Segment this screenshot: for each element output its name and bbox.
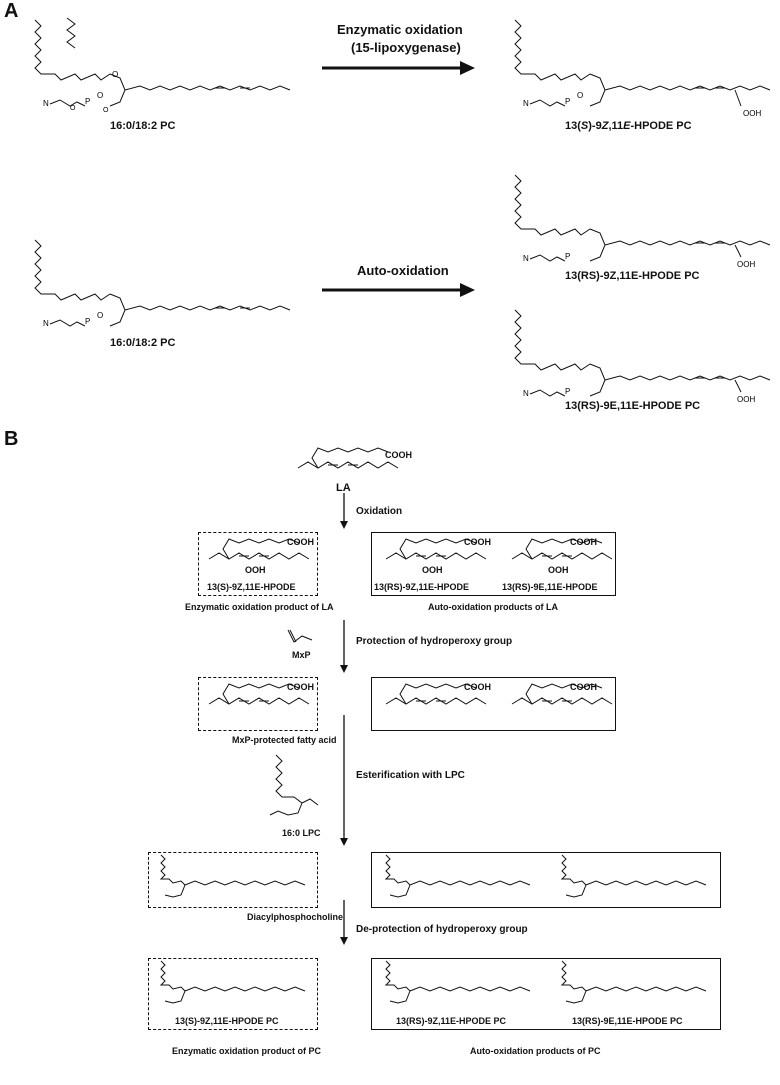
panel-b-label: B <box>4 428 19 450</box>
enzymatic-la-compound: 13(S)-9Z,11E-HPODE <box>207 582 296 592</box>
pc-product-structure-rs-e: OOH P N <box>514 309 771 404</box>
mxp-caption: MxP-protected fatty acid <box>232 735 337 745</box>
la-label: LA <box>336 482 351 494</box>
auto-la-compound-2: 13(RS)-9E,11E-HPODE <box>502 582 598 592</box>
svg-text:O: O <box>577 91 583 100</box>
svg-text:OOH: OOH <box>737 395 755 404</box>
svg-text:O: O <box>103 107 109 114</box>
final-auto-box: 13(RS)-9Z,11E-HPODE PC 13(RS)-9E,11E-HPO… <box>371 958 721 1030</box>
svg-text:O: O <box>97 311 103 320</box>
cooh-label: COOH <box>287 682 314 692</box>
la-cooh: COOH <box>385 450 412 460</box>
enzymatic-arrow <box>322 61 475 75</box>
product-label-rs-z: 13(RS)-9Z,11E-HPODE PC <box>565 270 700 282</box>
svg-text:P: P <box>85 317 90 326</box>
cooh-label: COOH <box>464 682 491 692</box>
svg-text:O: O <box>97 91 103 100</box>
dapc-enzymatic-box <box>148 852 318 908</box>
svg-text:O: O <box>70 105 76 112</box>
enzymatic-la-caption: Enzymatic oxidation product of LA <box>185 602 334 612</box>
auto-la-caption: Auto-oxidation products of LA <box>428 602 558 612</box>
final-auto-compound-1: 13(RS)-9Z,11E-HPODE PC <box>396 1016 507 1026</box>
lpc-structure <box>269 754 319 816</box>
mxp-label: MxP <box>292 650 311 660</box>
svg-text:P: P <box>85 97 90 106</box>
final-enzymatic-box: 13(S)-9Z,11E-HPODE PC <box>148 958 318 1030</box>
la-structure <box>297 447 399 469</box>
step-deprotection: De-protection of hydroperoxy group <box>356 924 528 935</box>
svg-text:N: N <box>523 389 529 398</box>
auto-arrow <box>322 283 475 297</box>
svg-text:N: N <box>523 254 529 263</box>
auto-arrow-label: Auto-oxidation <box>357 263 449 278</box>
svg-text:P: P <box>565 97 570 106</box>
panel-a-label: A <box>4 0 19 22</box>
svg-text:OOH: OOH <box>737 260 755 269</box>
enzymatic-la-box: COOH OOH 13(S)-9Z,11E-HPODE <box>198 532 318 596</box>
ooh-label: OOH <box>548 565 569 575</box>
product-label-s: 13(S)-9Z,11E-HPODE PC <box>565 120 692 132</box>
cooh-label: COOH <box>287 537 314 547</box>
ooh-label: OOH <box>422 565 443 575</box>
lpc-label: 16:0 LPC <box>282 828 321 838</box>
enzymatic-arrow-label-1: Enzymatic oxidation <box>337 22 463 37</box>
product-label-rs-e: 13(RS)-9E,11E-HPODE PC <box>565 400 701 412</box>
mxp-auto-box: COOH COOH <box>371 677 616 731</box>
pc-product-structure-rs-z: OOH P N <box>514 174 771 269</box>
substrate-label-top: 16:0/18:2 PC <box>110 120 176 132</box>
pc-substrate-structure-bottom: O P N <box>34 239 291 328</box>
main-flow-arrow <box>340 493 348 846</box>
svg-text:P: P <box>565 387 570 396</box>
dapc-caption: Diacylphosphocholine <box>247 912 344 922</box>
ooh-label: OOH <box>245 565 266 575</box>
step-esterification: Esterification with LPC <box>356 770 465 781</box>
svg-text:O: O <box>112 70 118 79</box>
pc-product-structure-s: OOH O P N <box>514 19 771 118</box>
cooh-label: COOH <box>464 537 491 547</box>
deprotection-arrow <box>340 900 348 945</box>
svg-text:N: N <box>43 99 49 108</box>
svg-text:OOH: OOH <box>743 109 761 118</box>
svg-text:N: N <box>523 99 529 108</box>
final-auto-compound-2: 13(RS)-9E,11E-HPODE PC <box>572 1016 683 1026</box>
substrate-label-bottom: 16:0/18:2 PC <box>110 337 176 349</box>
svg-text:P: P <box>565 252 570 261</box>
pc-substrate-structure-top: O O O P O N <box>34 17 291 114</box>
step-oxidation: Oxidation <box>356 506 403 517</box>
final-enzymatic-compound: 13(S)-9Z,11E-HPODE PC <box>175 1016 279 1026</box>
dapc-auto-box <box>371 852 721 908</box>
auto-la-box: COOH OOH COOH OOH 13(RS)-9Z,11E-HPODE 13… <box>371 532 616 596</box>
step-protection: Protection of hydroperoxy group <box>356 636 513 647</box>
svg-text:N: N <box>43 319 49 328</box>
cooh-label: COOH <box>570 537 597 547</box>
enzymatic-arrow-label-2: (15-lipoxygenase) <box>351 40 461 55</box>
cooh-label: COOH <box>570 682 597 692</box>
final-auto-caption: Auto-oxidation products of PC <box>470 1046 601 1056</box>
mxp-enzymatic-box: COOH <box>198 677 318 731</box>
auto-la-compound-1: 13(RS)-9Z,11E-HPODE <box>374 582 470 592</box>
mxp-structure <box>287 629 313 643</box>
final-enzymatic-caption: Enzymatic oxidation product of PC <box>172 1046 322 1056</box>
